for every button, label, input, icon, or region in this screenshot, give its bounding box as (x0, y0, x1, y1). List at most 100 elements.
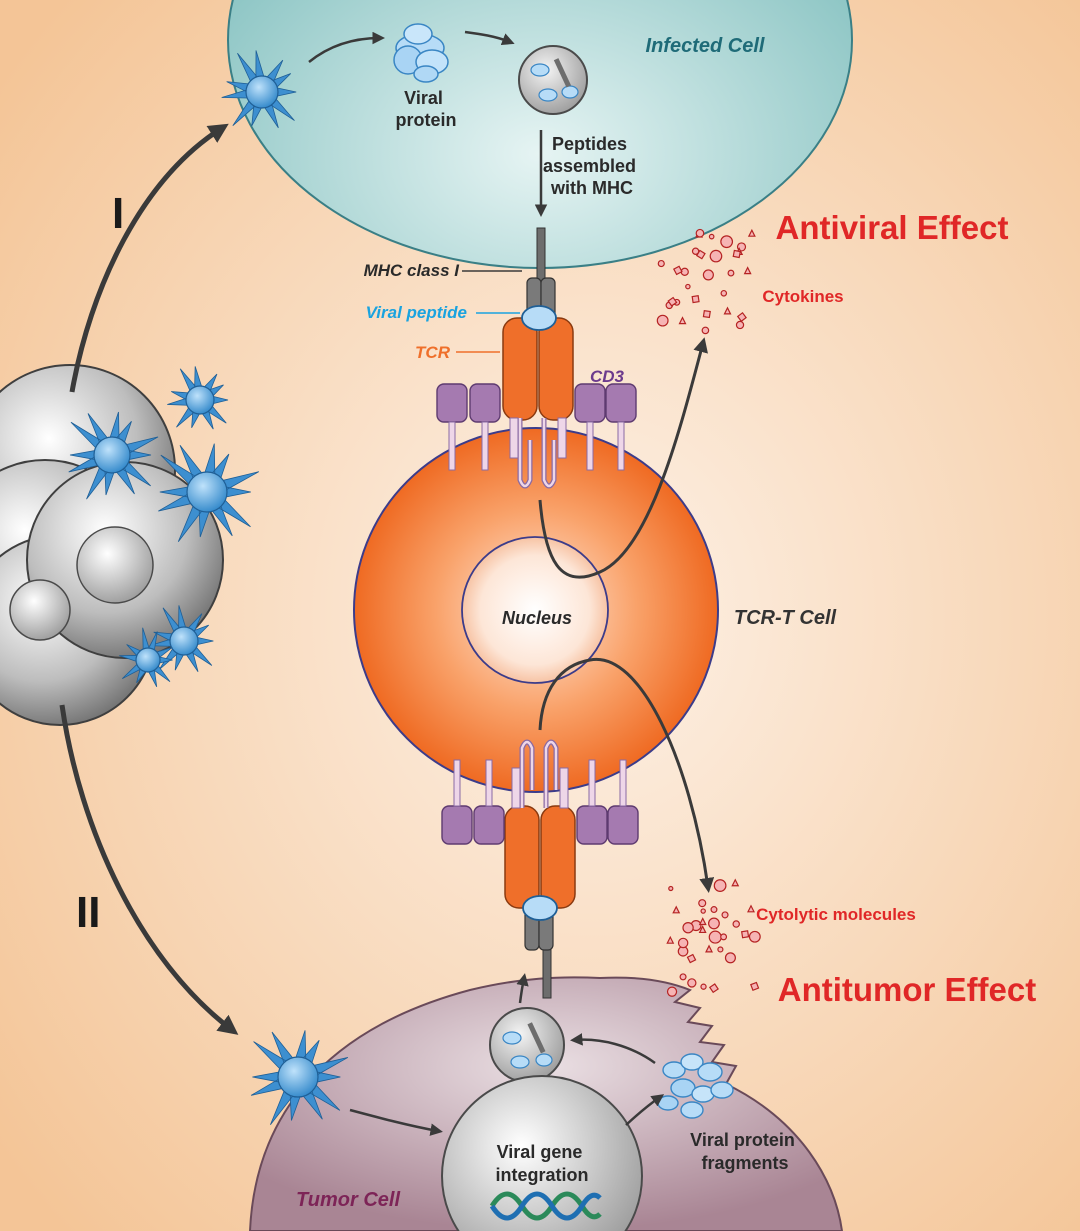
effector-particle (748, 930, 761, 943)
antitumor-effect-title: Antitumor Effect (778, 971, 1037, 1008)
effector-particle (720, 235, 734, 249)
effector-particle (672, 905, 681, 914)
dna-icon (489, 1191, 602, 1221)
viral-protein-fragments-label: Viral protein fragments (690, 1130, 800, 1173)
effector-particle (735, 320, 745, 330)
effector-particle (743, 266, 752, 275)
effector-particle (732, 920, 740, 928)
grey-cell-cluster (0, 364, 224, 726)
effector-particle (717, 946, 724, 953)
viral-gene-integration-label: Viral gene integration (496, 1142, 589, 1185)
cd3-label: CD3 (590, 367, 625, 386)
top-receptor-complex (436, 227, 637, 489)
viral-protein-label: Viral protein (396, 88, 457, 130)
effector-particle (723, 306, 732, 315)
effector-particle (668, 885, 674, 892)
effector-particle (666, 935, 675, 944)
effector-particle (695, 228, 705, 238)
effector-particle (682, 922, 694, 934)
effector-particle (698, 899, 707, 908)
effector-particle (732, 249, 741, 259)
effector-particle (700, 983, 707, 990)
tumor-antigen-vesicle-icon (489, 1007, 565, 1083)
effector-particle (678, 316, 687, 325)
virus-entry-arrow (308, 31, 385, 63)
effector-particle (666, 986, 678, 997)
virus-to-nucleus-arrow (349, 1108, 443, 1136)
virus-icon (68, 411, 159, 500)
effector-particle (700, 908, 706, 914)
effector-particle (720, 933, 728, 941)
virus-icon (167, 366, 229, 430)
effector-particle (708, 917, 720, 930)
effector-particle (686, 953, 697, 964)
viral-protein-icon (393, 23, 449, 83)
effector-particle (677, 937, 689, 949)
virus-icon (158, 443, 260, 542)
tumor-nucleus (441, 1075, 643, 1231)
effector-particle (721, 911, 729, 919)
cytokine-release-arrow (538, 337, 708, 579)
effector-particle (698, 925, 707, 934)
virus-particles (68, 50, 349, 1126)
effector-particle (698, 917, 707, 926)
viral-peptide-label: Viral peptide (366, 303, 467, 322)
cytokines-label: Cytokines (762, 287, 843, 306)
effector-particle (727, 269, 735, 277)
effector-particle (679, 973, 687, 981)
viral-protein-fragments-icon (657, 1053, 734, 1119)
protein-to-vesicle-arrow (464, 30, 515, 46)
effector-particle (747, 228, 756, 237)
effector-particle (656, 314, 669, 327)
effector-particle (708, 983, 719, 994)
effector-particle (708, 930, 722, 944)
tumor-cell-label: Tumor Cell (296, 1189, 401, 1211)
effector-particle (685, 283, 691, 290)
cytolytic-molecules-label: Cytolytic molecules (756, 905, 916, 924)
pathway-ii-arrow (59, 704, 239, 1035)
effector-particle (691, 294, 700, 304)
effector-particle (701, 326, 710, 335)
antiviral-effect-title: Antiviral Effect (776, 209, 1009, 246)
pathway-ii-label: II (76, 888, 100, 937)
pathway-i-arrow (69, 123, 229, 393)
cytolytic-particles (666, 878, 761, 997)
bottom-receptor-complex (441, 739, 639, 999)
virus-icon (221, 50, 297, 129)
effector-particle (657, 259, 665, 268)
effector-particle (736, 311, 747, 323)
pathway-i-label: I (112, 189, 124, 238)
virus-icon (119, 627, 173, 688)
effector-particle (740, 930, 750, 939)
effector-particle (708, 233, 715, 240)
mhc-class-i-label: MHC class I (364, 261, 461, 280)
effector-particle (687, 978, 697, 988)
effector-particle (710, 906, 718, 914)
effector-particle (705, 944, 713, 953)
antigen-vesicle-icon (518, 45, 588, 115)
effector-particle (709, 249, 723, 263)
effector-particle (747, 904, 755, 913)
infected-cell-label: Infected Cell (646, 35, 765, 57)
peptides-mhc-label: Peptides assembled with MHC (543, 134, 641, 198)
nucleus-to-fragments-arrow (625, 1094, 665, 1126)
nucleus-label: Nucleus (502, 608, 572, 628)
nucleus (461, 536, 609, 684)
virus-icon (149, 605, 214, 672)
effector-particle (695, 249, 706, 260)
cytolytic-release-arrow (538, 657, 715, 893)
effector-particle (667, 296, 678, 307)
fragments-to-vesicle-arrow (570, 1033, 656, 1065)
effector-particle (720, 289, 728, 297)
vesicle-to-surface-arrow (516, 973, 529, 1004)
virus-icon (250, 1030, 349, 1126)
effector-particle (702, 309, 711, 319)
effector-particle (724, 952, 736, 964)
effector-particle (672, 265, 683, 276)
tcr-t-cell-label: TCR-T Cell (734, 607, 837, 629)
effector-particle (731, 878, 740, 887)
effector-particle (702, 269, 714, 281)
cytokine-particles (656, 228, 756, 335)
effector-particle (750, 981, 760, 991)
